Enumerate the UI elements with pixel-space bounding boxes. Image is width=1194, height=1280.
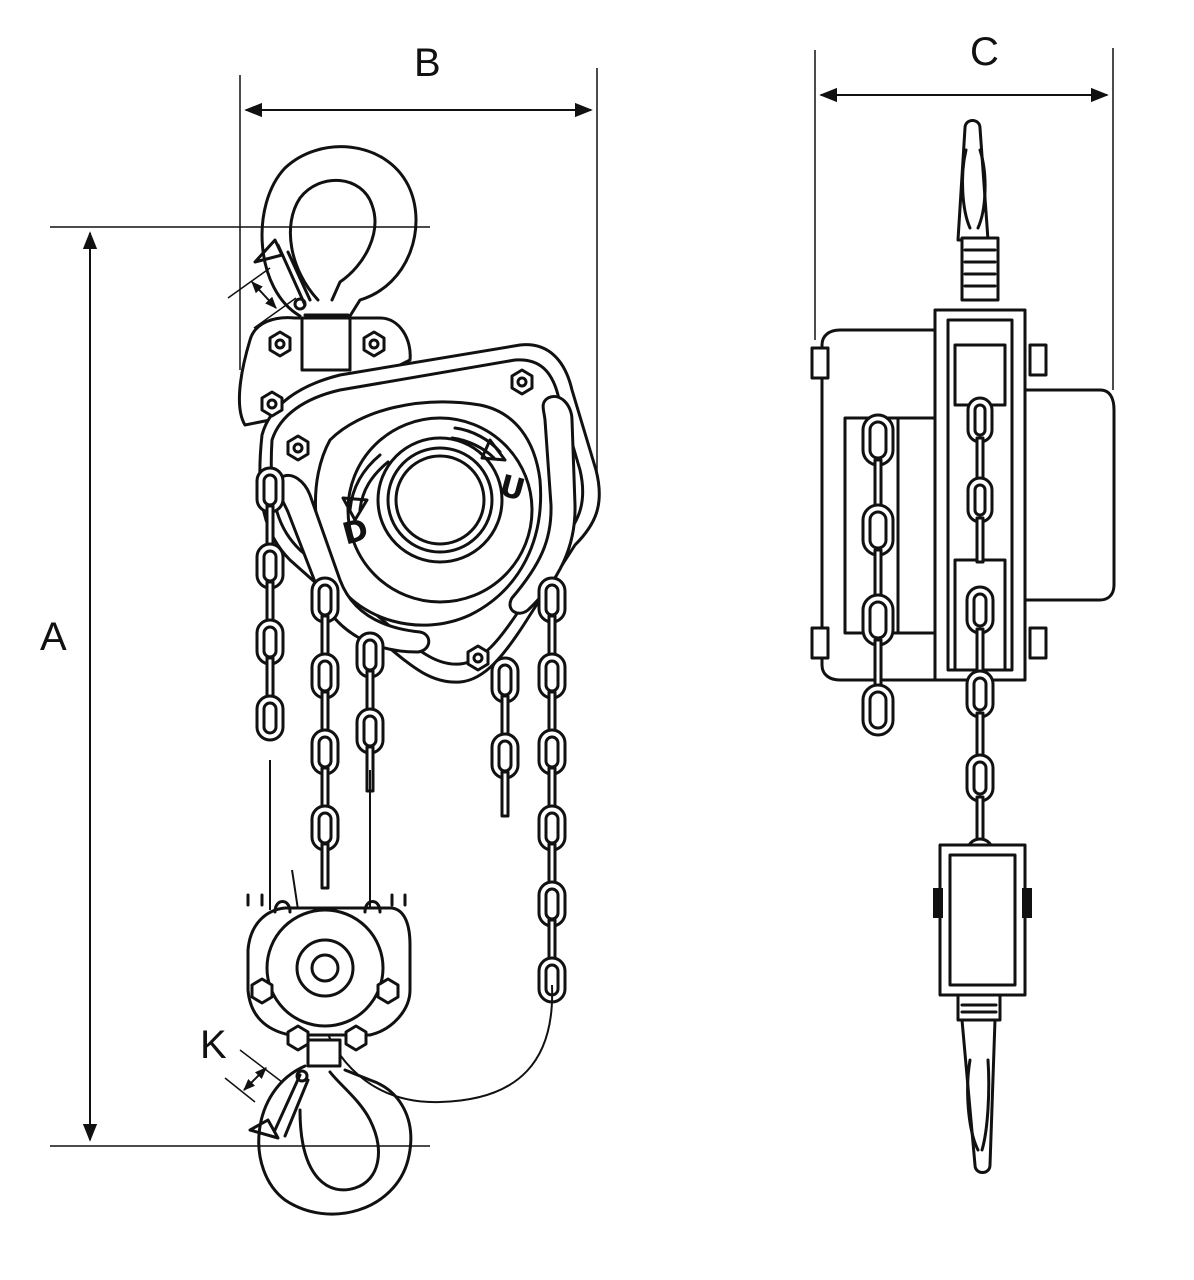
side-bottom-hook <box>960 1018 997 1174</box>
bottom-block <box>246 893 412 1068</box>
bolt-nut <box>268 330 292 358</box>
bottom-hook <box>248 1064 413 1216</box>
chain-guard <box>275 395 577 654</box>
chain-link <box>873 458 883 512</box>
chain-link <box>873 548 883 602</box>
chain-link <box>966 476 994 524</box>
side-top-hook <box>956 119 1000 302</box>
dimension-k-label: K <box>200 1023 227 1067</box>
side-right-housing <box>1023 343 1116 660</box>
bolt-nut <box>362 330 386 358</box>
chain-link <box>975 711 985 761</box>
dimension-a-label: A <box>40 615 67 659</box>
bolt-nut <box>286 1024 310 1052</box>
bolt-nut <box>260 390 284 418</box>
chain-link <box>861 593 895 647</box>
top-hook <box>253 145 418 318</box>
bolt-nut <box>376 977 400 1005</box>
chain-link <box>975 436 985 484</box>
chain-link <box>965 669 995 719</box>
bolt-nut <box>344 1024 368 1052</box>
dimension-a: A <box>40 226 430 1147</box>
dimension-k: K <box>200 1023 283 1103</box>
center-hub <box>376 436 504 564</box>
chain-link <box>966 396 994 444</box>
chain-link <box>255 694 285 742</box>
chain-link <box>975 516 985 564</box>
chain-link <box>965 585 995 635</box>
side-view <box>810 119 1116 1174</box>
chain-link <box>500 770 510 818</box>
dimension-c: C <box>814 30 1114 390</box>
dimension-c-label: C <box>970 30 999 74</box>
chain-link <box>861 413 895 467</box>
chain-link <box>320 842 330 890</box>
bolt-nut <box>286 434 310 462</box>
direction-arrows <box>341 426 507 522</box>
front-view: D U <box>237 145 601 1216</box>
dimension-b: B <box>239 41 598 480</box>
chain-link <box>861 683 895 737</box>
chain-link <box>873 638 883 692</box>
chain-link <box>975 627 985 677</box>
bolt-nut <box>466 644 490 672</box>
front-chains <box>255 466 567 1004</box>
dimension-b-label: B <box>414 41 441 85</box>
chain-link <box>255 618 285 666</box>
chain-link <box>861 503 895 557</box>
chain-link <box>975 795 985 845</box>
bolt-nut <box>250 977 274 1005</box>
chain-link <box>537 728 567 776</box>
bolt-nut <box>510 368 534 396</box>
bolts <box>260 330 534 672</box>
side-bottom-block <box>933 843 1032 1022</box>
chain-link <box>965 753 995 803</box>
